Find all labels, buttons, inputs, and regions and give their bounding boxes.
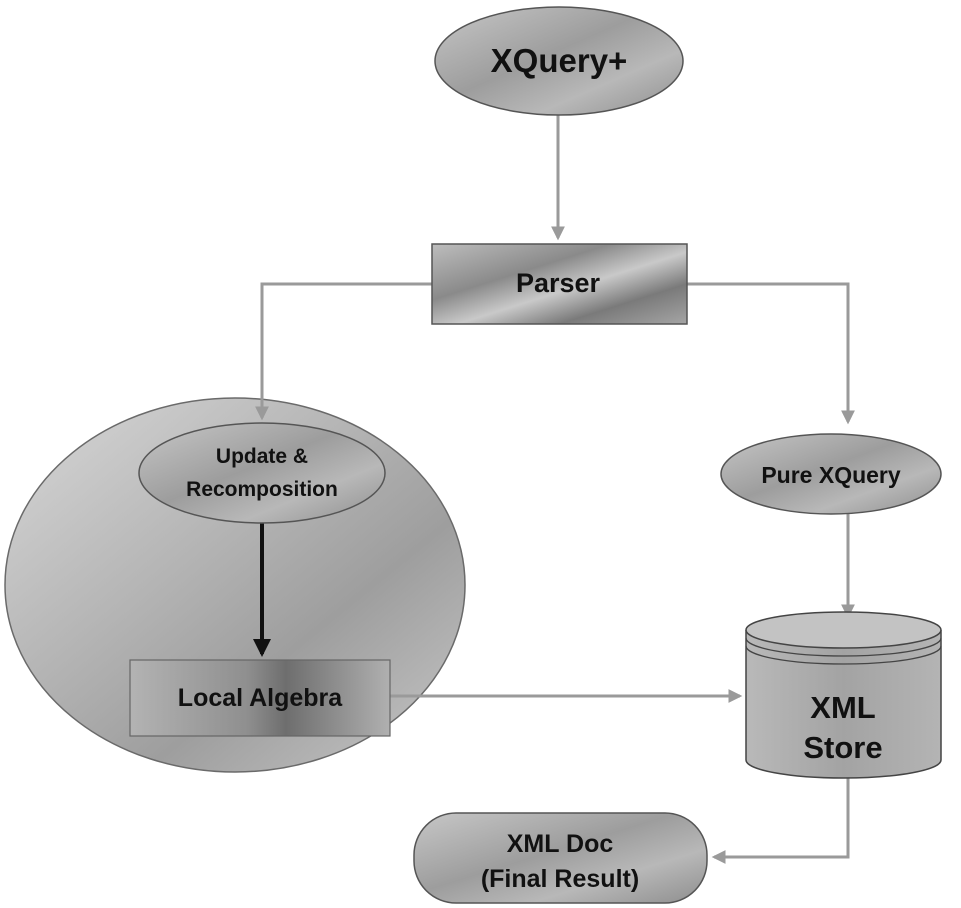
node-pure-xquery: Pure XQuery (720, 433, 942, 515)
connectors (253, 115, 855, 864)
update-recomposition-line2: Recomposition (186, 478, 338, 501)
arrow-parser-to-pure-xquery (687, 282, 855, 425)
node-parser: Parser (431, 243, 688, 325)
arrow-store-to-xml-doc (711, 775, 850, 864)
xml-doc-line1: XML Doc (507, 830, 614, 858)
xml-doc-line2: (Final Result) (481, 865, 639, 893)
node-xml-store: XML Store (745, 611, 942, 779)
xquery-plus-label: XQuery+ (491, 42, 628, 79)
node-xml-doc: XML Doc (Final Result) (413, 812, 708, 904)
node-xquery-plus: XQuery+ (434, 6, 684, 116)
node-update-recomposition: Update & Recomposition (138, 422, 386, 524)
node-local-algebra: Local Algebra (129, 659, 391, 737)
xml-store-line1: XML (810, 690, 875, 725)
local-algebra-label: Local Algebra (178, 684, 343, 712)
arrow-parser-to-update (255, 282, 432, 421)
update-recomposition-line1: Update & (216, 445, 308, 468)
parser-label: Parser (516, 268, 601, 298)
pure-xquery-label: Pure XQuery (761, 462, 901, 488)
xml-store-line2: Store (803, 730, 882, 765)
